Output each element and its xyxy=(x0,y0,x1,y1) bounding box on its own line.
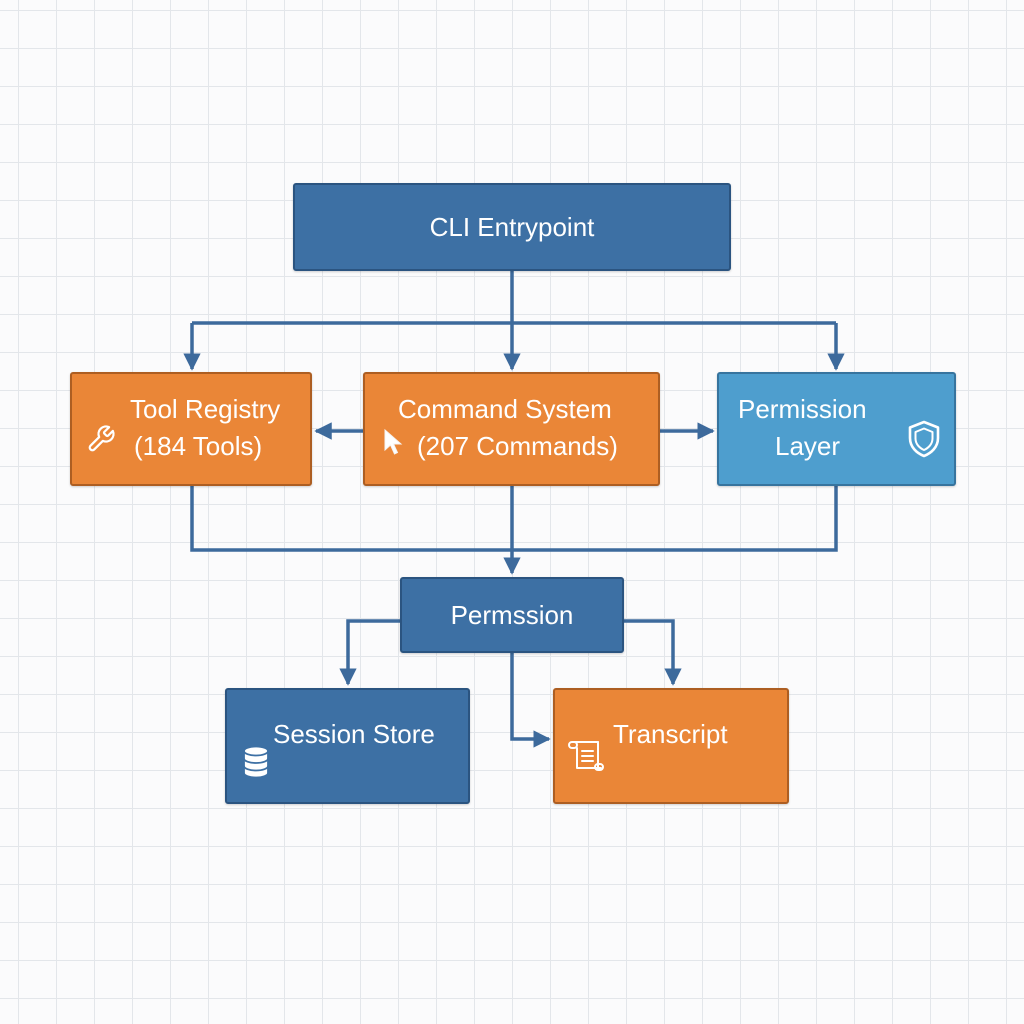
command-system-node[interactable]: Command System (207 Commands) xyxy=(363,372,660,486)
cli-entrypoint-node[interactable]: CLI Entrypoint xyxy=(293,183,731,271)
session-store-node[interactable]: Session Store xyxy=(225,688,470,804)
edge-permssion-to-session-store xyxy=(339,619,400,686)
edge-permssion-to-transcript-left xyxy=(510,652,551,748)
database-icon xyxy=(242,745,270,779)
wrench-icon xyxy=(86,424,116,454)
scroll-icon xyxy=(567,738,605,774)
permssion-label: Permssion xyxy=(450,600,574,630)
command-system-count: (207 Commands) xyxy=(417,431,618,461)
permssion-node[interactable]: Permssion xyxy=(400,577,624,653)
edge-permssion-to-transcript-right xyxy=(624,619,682,686)
permission-layer-title: Permission xyxy=(738,394,867,424)
session-store-label: Session Store xyxy=(273,719,435,749)
command-system-title: Command System xyxy=(398,394,612,424)
permission-layer-node[interactable]: Permission Layer xyxy=(717,372,956,486)
permission-layer-subtitle: Layer xyxy=(775,431,841,461)
cli-entrypoint-label: CLI Entrypoint xyxy=(429,212,595,242)
shield-icon xyxy=(907,420,941,458)
transcript-node[interactable]: Transcript xyxy=(553,688,789,804)
cursor-icon xyxy=(383,428,405,456)
edge-tool-registry-merge xyxy=(190,485,838,552)
tool-registry-title: Tool Registry xyxy=(130,394,281,424)
tool-registry-count: (184 Tools) xyxy=(134,431,263,461)
transcript-label: Transcript xyxy=(613,719,728,749)
tool-registry-node[interactable]: Tool Registry (184 Tools) xyxy=(70,372,312,486)
